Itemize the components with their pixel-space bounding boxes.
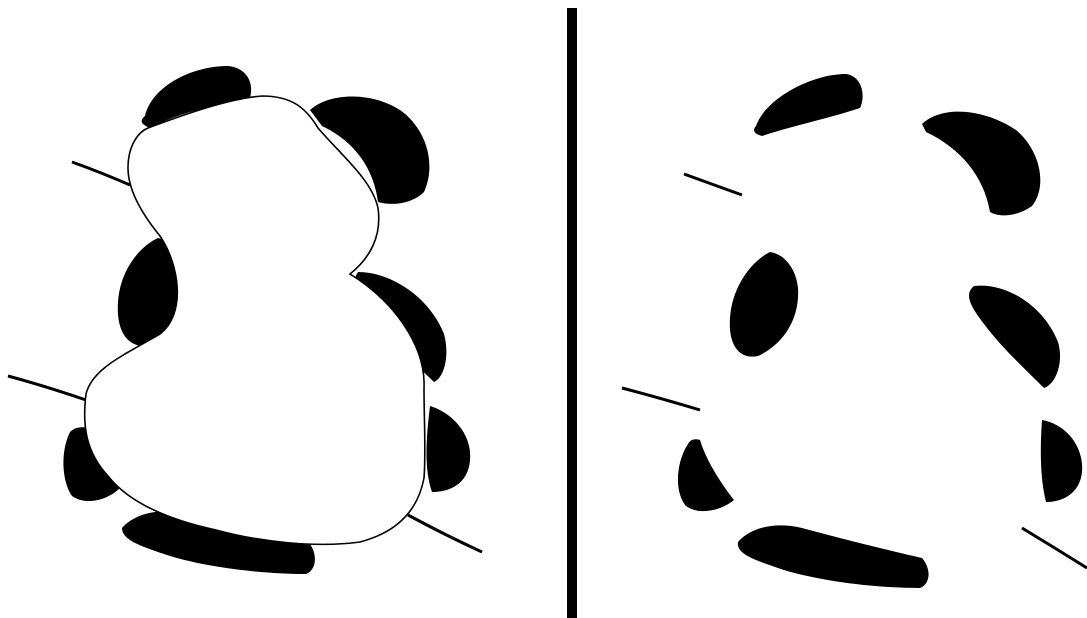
right-blob-lower-left xyxy=(678,439,734,511)
left-blob-lower-right xyxy=(427,406,471,492)
right-blob-bottom xyxy=(738,525,929,588)
right-blob-lower-right xyxy=(1041,420,1082,502)
left-stroke-mid xyxy=(8,376,86,400)
right-stroke-top xyxy=(684,174,742,195)
right-blob-top-left xyxy=(754,74,863,136)
left-stroke-top xyxy=(72,162,130,185)
right-blob-mid-right xyxy=(969,286,1060,388)
left-panel xyxy=(8,66,482,574)
right-blob-top-right xyxy=(922,112,1040,216)
left-stroke-bottom xyxy=(408,515,482,552)
right-panel xyxy=(622,74,1087,588)
right-stroke-mid xyxy=(622,388,700,410)
right-blob-mid-left xyxy=(730,252,798,357)
right-stroke-bottom xyxy=(1022,528,1087,568)
panel-divider xyxy=(567,8,577,618)
